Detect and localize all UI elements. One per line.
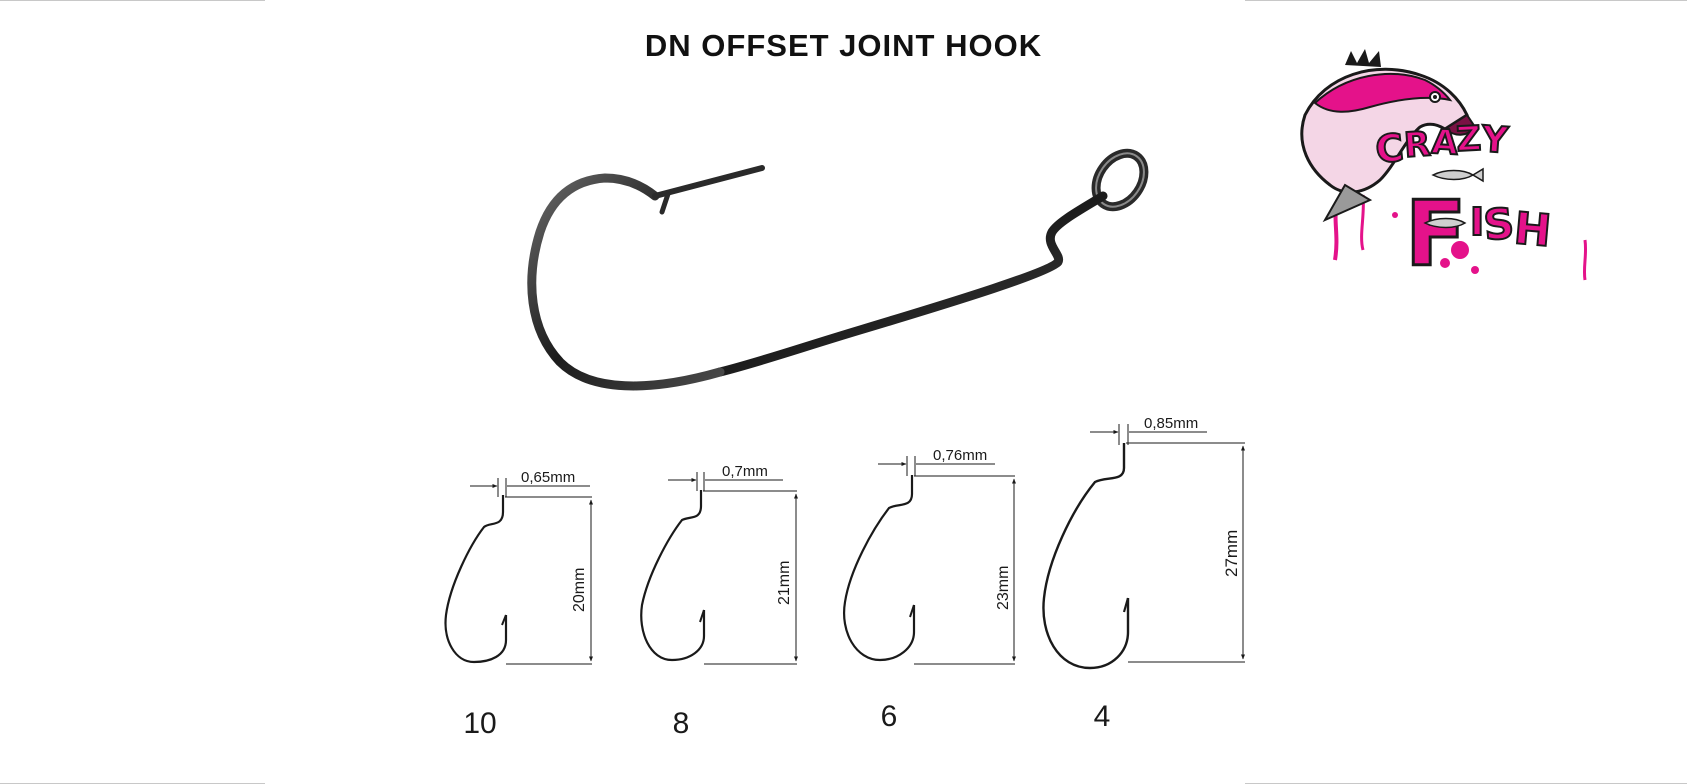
main-hook-illustration	[527, 148, 1149, 391]
logo-letter: S	[1482, 199, 1516, 250]
logo-letter: R	[1403, 124, 1432, 166]
wire-label: 0,7mm	[722, 463, 768, 480]
size-label-6: 6	[880, 700, 898, 733]
hook-outline	[640, 490, 706, 662]
hook-size-6: 0,76mm 23mm	[843, 447, 1016, 665]
hook-bend	[527, 173, 725, 391]
size-label-8: 8	[672, 707, 690, 740]
length-label: 21mm	[776, 561, 793, 605]
hook-outline	[444, 495, 508, 664]
logo-letter: Z	[1455, 119, 1482, 160]
logo-letter: Y	[1479, 119, 1510, 162]
hook-outline	[843, 475, 916, 662]
hook-barb	[659, 191, 671, 215]
small-fish-icon	[1423, 167, 1484, 229]
hook-size-4: 0,85mm 27mm	[1042, 415, 1245, 670]
hook-size-10: 0,65mm 20mm	[444, 469, 593, 665]
product-title: DN OFFSET JOINT HOOK	[644, 28, 1043, 63]
hook-shank	[715, 191, 1108, 377]
crazy-fish-logo: C R A Z Y F I S H	[1300, 49, 1588, 289]
hook-size-8: 0,7mm 21mm	[640, 463, 798, 665]
logo-word-crazy: C R A Z Y	[1372, 118, 1511, 173]
length-label: 27mm	[1222, 530, 1241, 577]
logo-letter: I	[1470, 200, 1484, 244]
frame-line-top-left	[0, 0, 265, 1]
size-label-10: 10	[463, 707, 497, 740]
logo-letter: H	[1512, 203, 1553, 257]
wire-label: 0,65mm	[521, 469, 575, 486]
bass-fish-icon	[1300, 49, 1477, 223]
frame-line-top-right	[1245, 0, 1687, 1]
length-label: 20mm	[571, 568, 588, 612]
size-label-4: 4	[1093, 700, 1111, 733]
wire-label: 0,76mm	[933, 447, 987, 464]
length-label: 23mm	[995, 566, 1012, 610]
hook-outline	[1042, 443, 1130, 670]
wire-label: 0,85mm	[1144, 415, 1198, 432]
logo-word-fish: F I S H	[1404, 181, 1555, 289]
logo-letter: C	[1373, 125, 1405, 172]
hook-point	[652, 165, 765, 199]
logo-letter: A	[1431, 122, 1460, 163]
logo-letter: F	[1405, 182, 1466, 287]
